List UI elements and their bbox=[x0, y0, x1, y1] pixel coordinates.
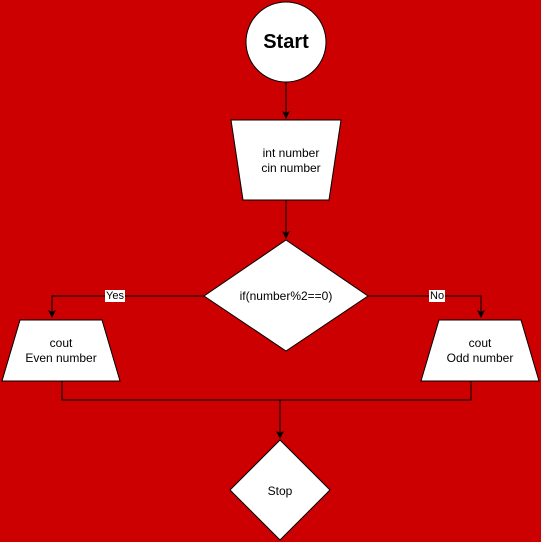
even-line-2: Even number bbox=[25, 351, 97, 365]
start-label: Start bbox=[263, 31, 309, 53]
odd-line-1: cout bbox=[468, 336, 492, 350]
no-edge-label: No bbox=[429, 290, 446, 302]
stop-node bbox=[229, 439, 331, 541]
yes-edge-label: Yes bbox=[105, 290, 125, 302]
odd-line-2: Odd number bbox=[446, 351, 514, 365]
connector-decision-yes bbox=[48, 295, 204, 318]
input-node bbox=[230, 119, 342, 201]
stop-label: Stop bbox=[267, 484, 293, 498]
start-node bbox=[245, 1, 327, 83]
even-line-1: cout bbox=[49, 336, 73, 350]
input-line-1: int number bbox=[262, 146, 320, 160]
odd-output-node bbox=[420, 319, 540, 382]
even-output-node bbox=[1, 319, 121, 382]
connector-decision-no bbox=[368, 295, 485, 318]
connector-even-merge bbox=[61, 381, 280, 401]
input-line-2: cin number bbox=[261, 161, 321, 175]
connector-odd-merge bbox=[280, 381, 472, 401]
decision-label: if(number%2==0) bbox=[239, 289, 333, 303]
odd-output-label: cout Odd number bbox=[421, 336, 539, 366]
input-label: int number cin number bbox=[236, 146, 346, 176]
decision-node bbox=[203, 239, 369, 352]
even-output-label: cout Even number bbox=[2, 336, 120, 366]
